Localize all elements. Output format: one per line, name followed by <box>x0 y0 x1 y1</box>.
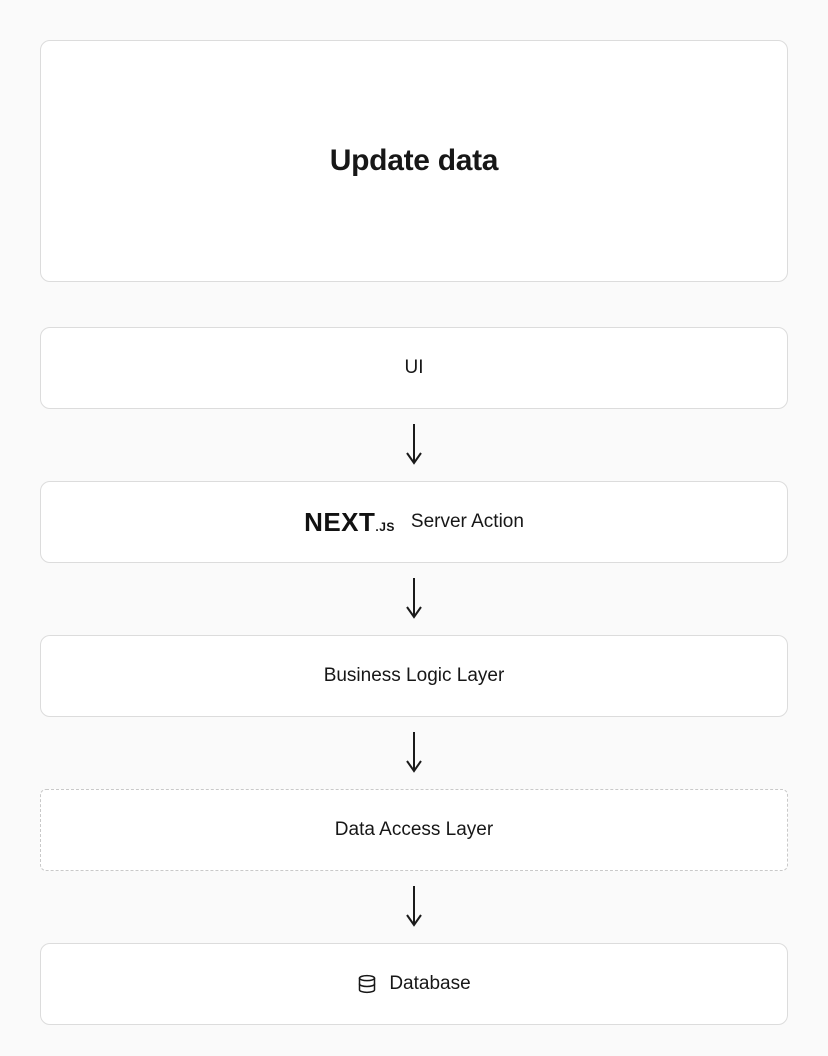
arrow-down-icon <box>406 732 422 773</box>
database-icon <box>357 973 377 995</box>
node-server-action: NEXT.JS Server Action <box>40 481 788 563</box>
node-ui-label: UI <box>404 357 424 378</box>
node-business-logic-layer-label: Business Logic Layer <box>323 665 505 686</box>
node-ui: UI <box>40 327 788 409</box>
nextjs-logo-suffix: .JS <box>375 519 395 534</box>
node-database-label: Database <box>389 973 471 994</box>
node-business-logic-layer: Business Logic Layer <box>40 635 788 717</box>
node-server-action-label: Server Action <box>410 511 524 532</box>
node-data-access-layer-label: Data Access Layer <box>334 819 494 840</box>
nextjs-logo-text: NEXT <box>304 506 376 537</box>
arrow-row <box>40 871 788 943</box>
arrow-down-icon <box>406 424 422 465</box>
arrow-row <box>40 563 788 635</box>
node-database: Database <box>40 943 788 1025</box>
arrow-row <box>40 717 788 789</box>
diagram-title: Update data <box>329 144 499 177</box>
nextjs-logo: NEXT.JS <box>304 507 395 538</box>
node-data-access-layer: Data Access Layer <box>40 789 788 871</box>
arrow-down-icon <box>406 578 422 619</box>
arrow-down-icon <box>406 886 422 927</box>
update-data-title-card: Update data <box>40 40 788 282</box>
arrow-row <box>40 409 788 481</box>
